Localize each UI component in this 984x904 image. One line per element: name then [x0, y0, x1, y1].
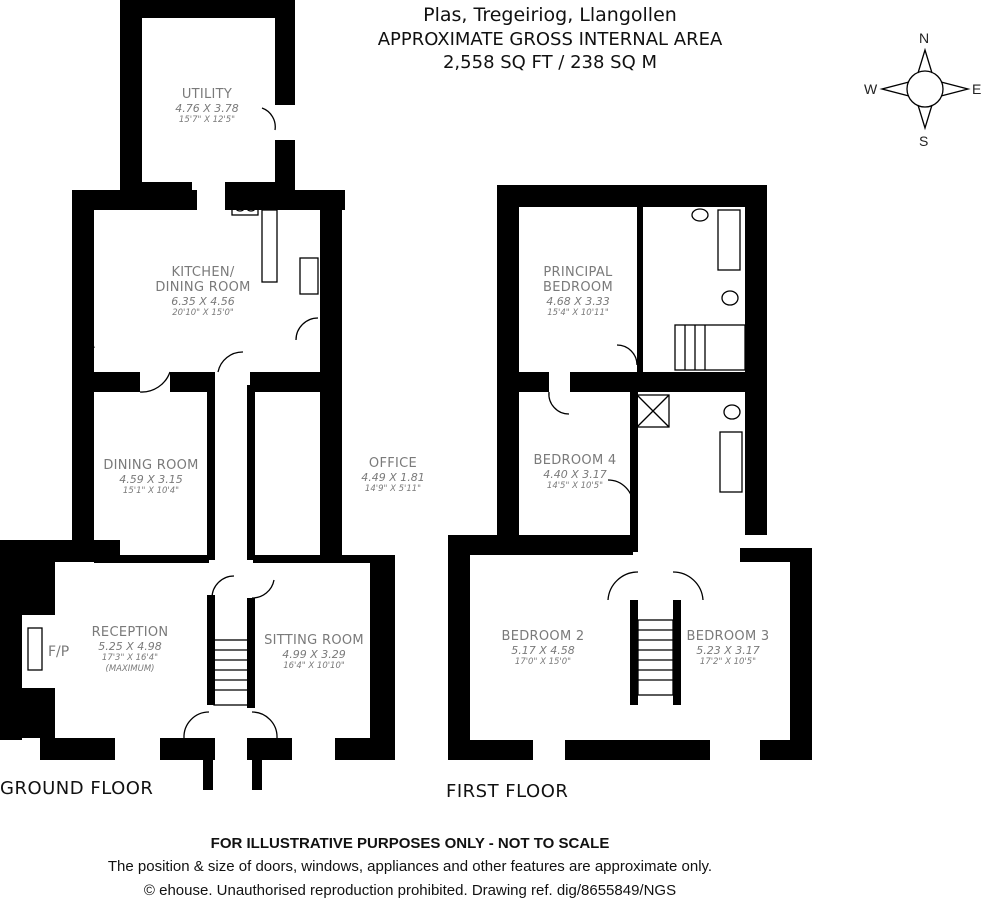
area-value: 2,558 SQ FT / 238 SQ M [442, 52, 658, 73]
room-bedroom-2: BEDROOM 2 5.17 X 4.58 17'0" X 15'0" [501, 629, 585, 667]
property-address: Plas, Tregeiriog, Llangollen [423, 4, 677, 26]
room-bedroom-4: BEDROOM 4 4.40 X 3.17 14'5" X 10'5" [533, 453, 617, 491]
room-sitting: SITTING ROOM 4.99 X 3.29 16'4" X 10'10" [264, 633, 364, 671]
room-kitchen-dining: KITCHEN/ DINING ROOM 6.35 X 4.56 20'10" … [155, 265, 251, 318]
area-title: APPROXIMATE GROSS INTERNAL AREA [377, 29, 723, 50]
first-floor-label: FIRST FLOOR [446, 781, 569, 802]
fireplace-label: F/P [48, 644, 70, 660]
room-dining: DINING ROOM 4.59 X 3.15 15'1" X 10'4" [103, 458, 199, 496]
room-principal-bedroom: PRINCIPAL BEDROOM 4.68 X 3.33 15'4" X 10… [543, 265, 613, 318]
ground-floor-label: GROUND FLOOR [0, 778, 154, 799]
disclaimer: FOR ILLUSTRATIVE PURPOSES ONLY - NOT TO … [210, 835, 610, 852]
approximation-note: The position & size of doors, windows, a… [107, 858, 713, 875]
compass-west: W [864, 81, 878, 97]
room-utility: UTILITY 4.76 X 3.78 15'7" X 12'5" [175, 87, 239, 125]
compass-south: S [919, 133, 929, 149]
room-office: OFFICE 4.49 X 1.81 14'9" X 5'11" [361, 456, 425, 494]
room-reception: RECEPTION 5.25 X 4.98 17'3" X 16'4" (MAX… [91, 625, 169, 674]
copyright-note: © ehouse. Unauthorised reproduction proh… [143, 882, 677, 899]
compass-north: N [919, 30, 930, 46]
room-bedroom-3: BEDROOM 3 5.23 X 3.17 17'2" X 10'5" [686, 629, 770, 667]
compass-east: E [972, 81, 982, 97]
